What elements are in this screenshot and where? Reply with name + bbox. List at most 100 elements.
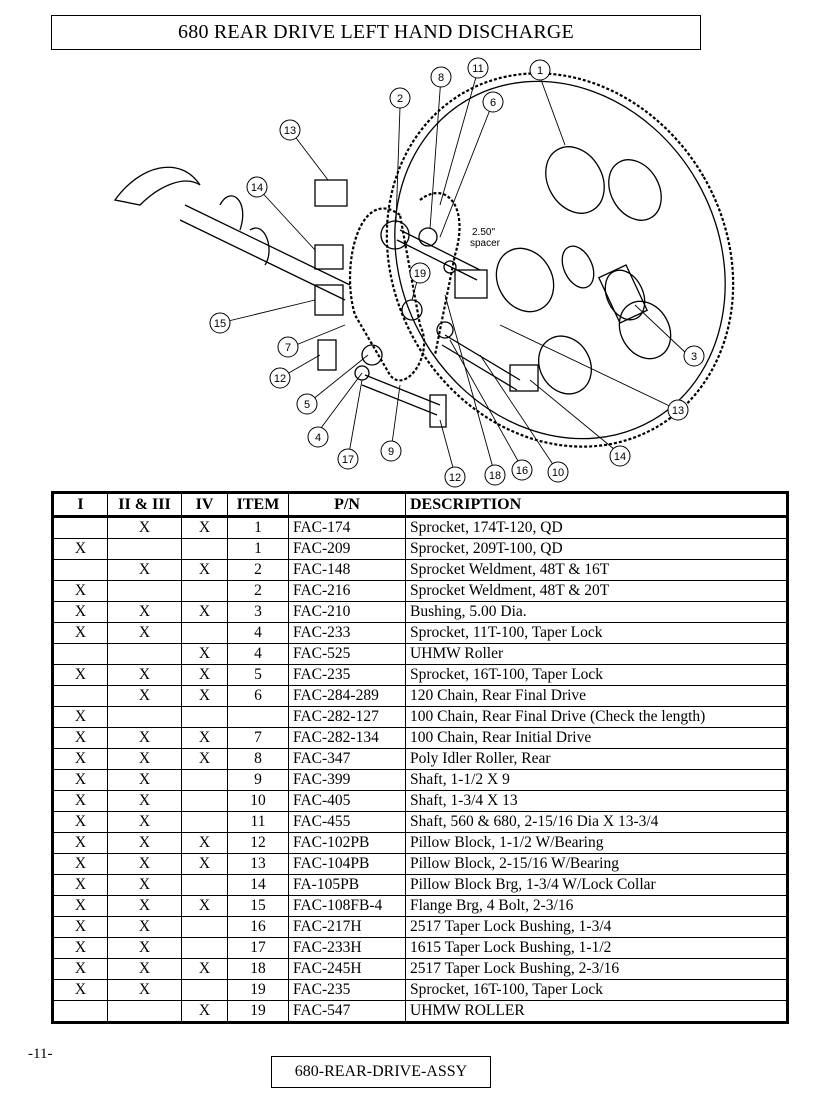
- cell-part-number: FAC-347: [288, 748, 406, 770]
- cell-model-i: X: [52, 937, 108, 959]
- cell-part-number: FAC-102PB: [288, 832, 406, 854]
- cell-item: 1: [227, 538, 289, 560]
- cell-model-iv: [181, 811, 228, 833]
- cell-model-i: X: [52, 727, 108, 749]
- cell-item: 6: [227, 685, 289, 707]
- cell-model-i: X: [52, 832, 108, 854]
- callout-2: 2: [389, 87, 411, 109]
- cell-part-number: FAC-284-289: [288, 685, 406, 707]
- cell-model-ii-iii: X: [107, 769, 182, 791]
- bushing-hub: [604, 269, 646, 321]
- cell-model-ii-iii: X: [107, 958, 182, 980]
- callout-11: 11: [467, 57, 489, 79]
- sprocket-hole-1: [545, 146, 605, 214]
- header-pn: P/N: [288, 492, 406, 518]
- callout-15: 15: [209, 312, 231, 334]
- cell-item: [227, 706, 289, 728]
- cell-item: 14: [227, 874, 289, 896]
- svg-text:2: 2: [397, 93, 403, 105]
- cell-model-ii-iii: [107, 706, 182, 728]
- pillow-block-14-left: [314, 244, 344, 270]
- cell-description: Shaft, 1-3/4 X 13: [405, 790, 788, 812]
- cell-description: Sprocket, 16T-100, Taper Lock: [405, 979, 788, 1001]
- svg-text:16: 16: [516, 465, 528, 477]
- callout-14-left: 14: [246, 176, 268, 198]
- cell-model-iv: X: [181, 643, 228, 665]
- cell-model-ii-iii: X: [107, 874, 182, 896]
- shaft-9: [361, 374, 441, 416]
- cell-model-ii-iii: X: [107, 790, 182, 812]
- callout-14-right: 14: [609, 445, 631, 467]
- cell-item: 11: [227, 811, 289, 833]
- callout-13-left: 13: [279, 119, 301, 141]
- cell-part-number: FAC-245H: [288, 958, 406, 980]
- cell-description: Pillow Block, 2-15/16 W/Bearing: [405, 853, 788, 875]
- cell-model-i: X: [52, 580, 108, 602]
- header-description: DESCRIPTION: [405, 492, 788, 518]
- callout-13-right: 13: [667, 399, 689, 421]
- svg-text:9: 9: [388, 446, 394, 458]
- auger-flight: [113, 166, 201, 206]
- callout-10: 10: [547, 461, 569, 483]
- cell-model-ii-iii: [107, 643, 182, 665]
- svg-text:14: 14: [251, 182, 263, 194]
- cell-part-number: FAC-104PB: [288, 853, 406, 875]
- cell-item: 4: [227, 643, 289, 665]
- cell-item: 10: [227, 790, 289, 812]
- svg-text:14: 14: [614, 451, 626, 463]
- spacer: [443, 260, 457, 274]
- cell-item: 12: [227, 832, 289, 854]
- cell-item: 15: [227, 895, 289, 917]
- cell-model-iv: X: [181, 958, 228, 980]
- cell-model-ii-iii: X: [107, 916, 182, 938]
- cell-part-number: FAC-148: [288, 559, 406, 581]
- cell-model-iv: X: [181, 895, 228, 917]
- cell-model-iv: [181, 979, 228, 1001]
- cell-part-number: FAC-233: [288, 622, 406, 644]
- cell-part-number: FAC-525: [288, 643, 406, 665]
- cell-item: 9: [227, 769, 289, 791]
- sprocket-hole-2: [608, 159, 662, 221]
- cell-model-ii-iii: X: [107, 832, 182, 854]
- header-i: I: [52, 492, 108, 518]
- svg-text:13: 13: [284, 125, 296, 137]
- cell-model-iv: [181, 622, 228, 644]
- shaft-10: [441, 334, 521, 391]
- idler-roller-8: [418, 227, 438, 247]
- cell-description: UHMW Roller: [405, 643, 788, 665]
- cell-part-number: FAC-108FB-4: [288, 895, 406, 917]
- exploded-parts-diagram: 2.50" spacer 1 2 3 4 5 6 7 8 9 10 11 12 …: [113, 57, 735, 488]
- callout-8: 8: [430, 66, 452, 88]
- small-chain: [348, 192, 461, 382]
- sprocket-hole-4: [538, 335, 592, 395]
- cell-part-number: FAC-217H: [288, 916, 406, 938]
- cell-description: Pillow Block, 1-1/2 W/Bearing: [405, 832, 788, 854]
- cell-item: 17: [227, 937, 289, 959]
- cell-model-iv: [181, 769, 228, 791]
- svg-text:15: 15: [214, 318, 226, 330]
- svg-text:10: 10: [552, 467, 564, 479]
- header-item: ITEM: [227, 492, 289, 518]
- cell-model-ii-iii: X: [107, 748, 182, 770]
- cell-part-number: FAC-282-134: [288, 727, 406, 749]
- pillow-block-13: [314, 179, 348, 207]
- large-sprocket-chain: [385, 72, 735, 448]
- cell-model-i: X: [52, 790, 108, 812]
- spacer-label-2: spacer: [470, 238, 501, 249]
- sprocket-5: [361, 344, 383, 366]
- cell-description: Poly Idler Roller, Rear: [405, 748, 788, 770]
- cell-model-iv: [181, 706, 228, 728]
- svg-text:7: 7: [285, 342, 291, 354]
